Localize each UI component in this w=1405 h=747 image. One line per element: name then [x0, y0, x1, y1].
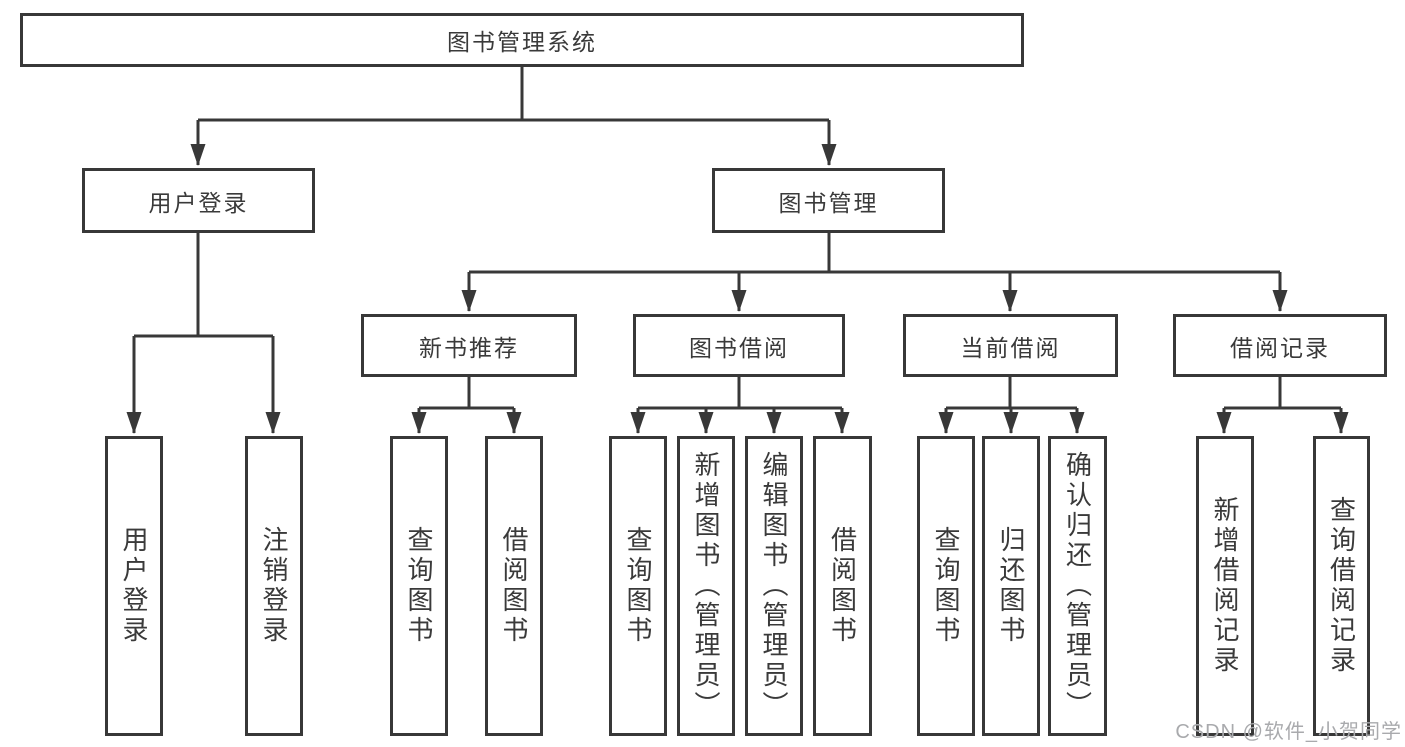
leaf-br-add-record: 新增借阅记录 [1196, 436, 1254, 736]
connector-new-book-rec-branch [411, 377, 522, 434]
leaf-nbr-borrow-books: 借阅图书 [485, 436, 543, 736]
leaf-nbr-query-books: 查询图书 [390, 436, 448, 736]
node-current-borrow: 当前借阅 [903, 314, 1118, 377]
leaf-user-login: 用户登录 [105, 436, 163, 736]
connector-current-borrow-branch [938, 377, 1085, 434]
connector-book-mgmt-branch [461, 233, 1288, 312]
leaf-bb-edit-book-admin: 编辑图书（管理员） [745, 436, 803, 736]
node-root: 图书管理系统 [20, 13, 1024, 67]
connector-root-branch [190, 67, 837, 166]
csdn-watermark: CSDN @软件_小贺同学 [1175, 721, 1402, 743]
leaf-cb-return-books: 归还图书 [982, 436, 1040, 736]
node-new-book-rec: 新书推荐 [361, 314, 577, 377]
node-borrow-records: 借阅记录 [1173, 314, 1387, 377]
leaf-cb-query-books: 查询图书 [917, 436, 975, 736]
connector-book-borrow-branch [630, 377, 850, 434]
node-book-mgmt: 图书管理 [712, 168, 945, 233]
leaf-cb-confirm-return-admin: 确认归还（管理员） [1048, 436, 1107, 736]
connector-user-login-branch [126, 233, 281, 434]
leaf-bb-borrow-books: 借阅图书 [813, 436, 872, 736]
node-book-borrow: 图书借阅 [633, 314, 845, 377]
leaf-bb-query-books: 查询图书 [609, 436, 667, 736]
leaf-logout: 注销登录 [245, 436, 303, 736]
node-user-login: 用户登录 [82, 168, 315, 233]
leaf-bb-add-book-admin: 新增图书（管理员） [677, 436, 735, 736]
leaf-br-query-record: 查询借阅记录 [1313, 436, 1370, 736]
connector-borrow-records-branch [1216, 377, 1349, 434]
